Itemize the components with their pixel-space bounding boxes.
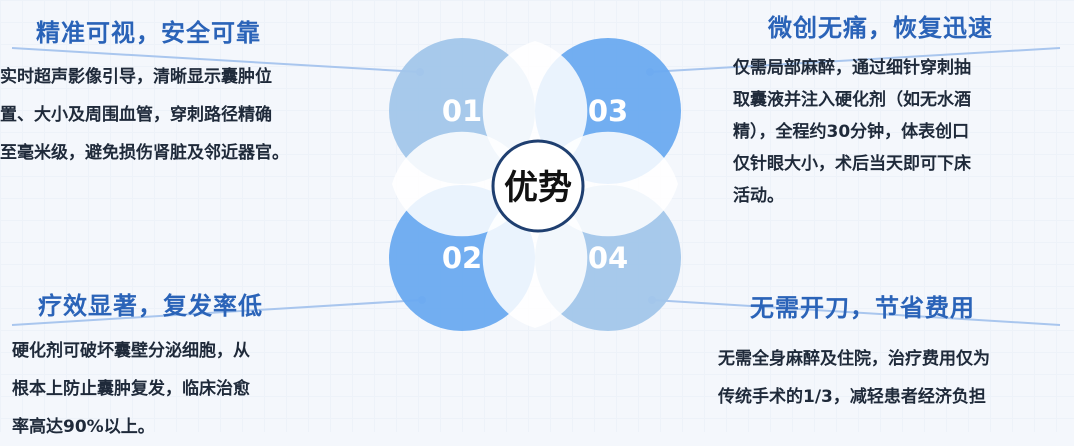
connector-02 — [11, 299, 423, 326]
item-04-title: 无需开刀，节省费用 — [750, 294, 975, 322]
center-circle — [491, 139, 585, 233]
petal-number-04: 04 — [588, 241, 628, 275]
connector-01 — [11, 47, 421, 73]
item-04-line: 传统手术的1/3，减轻患者经济负担 — [718, 387, 986, 407]
petal-number-02: 02 — [442, 241, 482, 275]
item-02-line: 硬化剂可破坏囊壁分泌细胞，从 — [12, 341, 250, 361]
item-01-line: 至毫米级，避免损伤肾脏及邻近器官。 — [0, 143, 289, 163]
item-03-line: 精），全程约30分钟，体表创口 — [733, 122, 970, 142]
item-01-description: 实时超声影像引导，清晰显示囊肿位 置、大小及周围血管，穿刺路径精确 至毫米级，避… — [0, 58, 289, 172]
item-01-line: 实时超声影像引导，清晰显示囊肿位 — [0, 67, 272, 87]
item-04-line: 无需全身麻醉及住院，治疗费用仅为 — [718, 349, 990, 369]
item-03-line: 活动。 — [733, 186, 784, 206]
item-02-description: 硬化剂可破坏囊壁分泌细胞，从 根本上防止囊肿复发，临床治愈 率高达90%以上。 — [12, 332, 250, 446]
lens-left — [392, 131, 532, 237]
item-02-line: 率高达90%以上。 — [12, 417, 155, 437]
item-03-line: 取囊液并注入硬化剂（如无水酒 — [733, 90, 971, 110]
petal-number-01: 01 — [442, 94, 482, 128]
advantage-diagram: 优势 01 03 02 04 — [11, 38, 1061, 331]
item-02-title: 疗效显著，复发率低 — [38, 292, 263, 320]
item-03-title: 微创无痛，恢复迅速 — [768, 14, 993, 42]
petal-number-03: 03 — [588, 94, 628, 128]
item-01-line: 置、大小及周围血管，穿刺路径精确 — [0, 105, 272, 125]
center-label: 优势 — [504, 168, 572, 208]
item-03-line: 仅针眼大小，术后当天即可下床 — [733, 154, 971, 174]
item-03-line: 仅需局部麻醉，通过细针穿刺抽 — [733, 58, 971, 78]
connector-03 — [649, 47, 1061, 73]
item-02-line: 根本上防止囊肿复发，临床治愈 — [12, 379, 250, 399]
item-03-description: 仅需局部麻醉，通过细针穿刺抽 取囊液并注入硬化剂（如无水酒 精），全程约30分钟… — [733, 52, 971, 212]
connector-04 — [651, 299, 1061, 326]
item-01-title: 精准可视，安全可靠 — [36, 19, 261, 47]
item-04-description: 无需全身麻醉及住院，治疗费用仅为 传统手术的1/3，减轻患者经济负担 — [718, 340, 990, 416]
